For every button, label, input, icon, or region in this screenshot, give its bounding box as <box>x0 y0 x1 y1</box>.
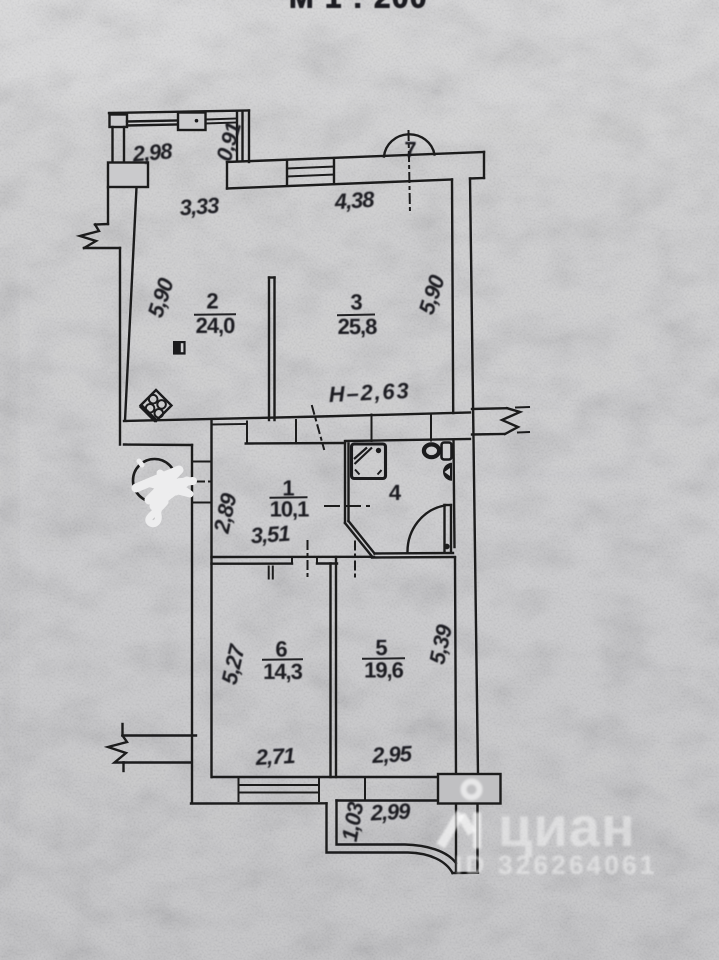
svg-text:5: 5 <box>375 635 387 660</box>
svg-text:19,6: 19,6 <box>364 658 404 683</box>
svg-text:2,71: 2,71 <box>254 743 296 770</box>
svg-text:циан: циан <box>498 795 636 858</box>
svg-text:3,51: 3,51 <box>250 521 291 549</box>
svg-text:4,38: 4,38 <box>333 187 376 215</box>
svg-text:ID 326264061: ID 326264061 <box>455 850 658 880</box>
svg-text:2: 2 <box>206 289 218 314</box>
svg-text:25,8: 25,8 <box>338 314 378 339</box>
svg-text:10,1: 10,1 <box>270 497 310 522</box>
svg-text:24,0: 24,0 <box>196 313 236 338</box>
svg-text:7: 7 <box>404 137 416 162</box>
svg-text:М 1 : 200: М 1 : 200 <box>289 0 428 15</box>
svg-text:6: 6 <box>275 637 287 662</box>
svg-text:3,33: 3,33 <box>179 193 220 221</box>
svg-text:2,99: 2,99 <box>369 798 412 825</box>
svg-text:1: 1 <box>282 476 294 501</box>
svg-text:3: 3 <box>350 290 362 315</box>
svg-text:14,3: 14,3 <box>263 659 303 684</box>
svg-text:4: 4 <box>389 480 402 505</box>
svg-text:2,98: 2,98 <box>131 138 175 167</box>
svg-text:Н–2,63: Н–2,63 <box>328 378 411 407</box>
svg-text:2,95: 2,95 <box>370 741 413 768</box>
